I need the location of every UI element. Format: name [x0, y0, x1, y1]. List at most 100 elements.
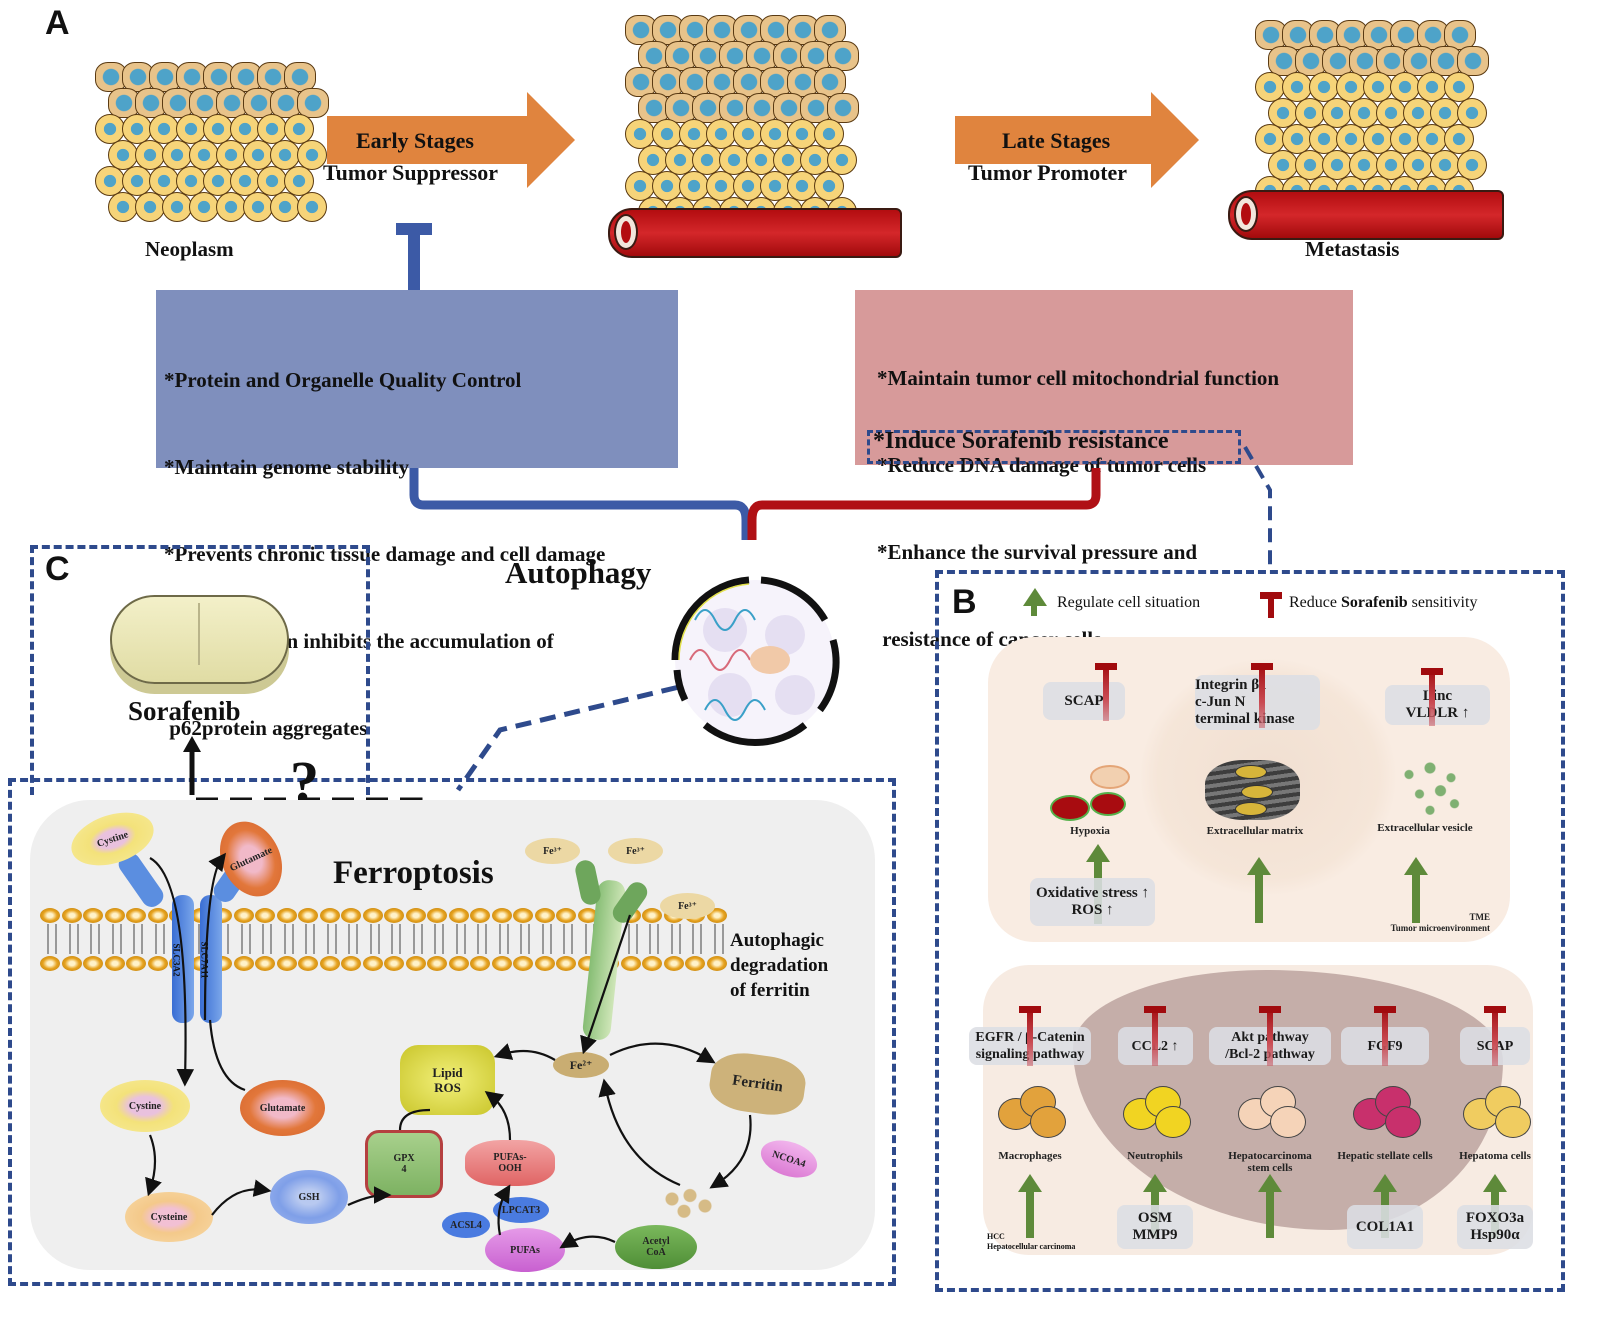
suppressor-line: *Protein and Organelle Quality Control [164, 368, 522, 392]
tumor-cell-icon [297, 140, 327, 170]
legend-reduce-prefix: Reduce [1289, 594, 1341, 611]
fe3-ion: Fe³⁺ [660, 893, 715, 919]
phospholipid-head-icon [513, 908, 533, 923]
phospholipid-head-icon [126, 908, 146, 923]
tumor-cell-icon [760, 171, 790, 201]
tumor-cell-icon [814, 15, 846, 45]
glutamate-intracellular: Glutamate [240, 1080, 325, 1136]
vascularized-tumor-illustration [625, 15, 870, 230]
hypoxia-rbc-icon [1050, 765, 1130, 825]
phospholipid-head-icon [61, 908, 82, 923]
phospholipid-head-icon [362, 956, 383, 971]
phospholipid-head-icon [362, 908, 383, 923]
tumor-cell-icon [652, 171, 682, 201]
early-stages-subtitle: Tumor Suppressor [323, 160, 499, 185]
sorafenib-resistance-highlight [867, 430, 1241, 464]
cystine-intracellular: Cystine [100, 1080, 190, 1132]
phospholipid-head-icon [126, 956, 146, 971]
phospholipid-tail-icon [713, 924, 724, 954]
cell-type-text: Macrophages [998, 1150, 1062, 1162]
tumor-cell-icon [679, 15, 711, 45]
regulator-text: FOXO3a [1465, 1210, 1525, 1226]
tumor-cell-icon [270, 140, 300, 170]
tumor-cell-icon [1390, 72, 1420, 102]
tumor-cell-icon [1322, 150, 1352, 180]
cell-type-text: Neutrophils [1127, 1150, 1183, 1162]
phospholipid-head-icon [491, 908, 512, 923]
inhibit-marker-icon [1095, 663, 1117, 721]
hcc-cell-type-label: Hepatoma cells [1435, 1150, 1555, 1162]
tumor-cell-icon [122, 114, 152, 144]
regulate-arrow-icon [1018, 1174, 1042, 1238]
phospholipid-tail-icon [541, 924, 552, 954]
tumor-cell-icon [176, 62, 208, 92]
phospholipid-head-icon [663, 956, 684, 971]
lipid-ros-line2: ROS [434, 1080, 461, 1095]
legend-reduce-bold: Sorafenib [1340, 594, 1408, 611]
phospholipid-head-icon [255, 956, 275, 971]
phospholipid-head-icon [556, 908, 576, 923]
late-stages-title: Late Stages [1002, 128, 1111, 153]
inhibitor-text: c-Jun N [1195, 694, 1246, 710]
c-connector [455, 667, 751, 792]
phospholipid-head-icon [556, 956, 576, 971]
inhibitor-text: terminal kinase [1195, 711, 1295, 727]
phospholipid-tail-icon [563, 924, 573, 954]
tumor-cell-icon [773, 145, 803, 175]
phospholipid-tail-icon [305, 924, 315, 954]
tumor-cell-icon [1255, 20, 1287, 50]
panel-label-a: A [45, 4, 70, 42]
phospholipid-head-icon [61, 956, 82, 971]
phospholipid-head-icon [470, 956, 490, 971]
tumor-cell-icon [773, 41, 805, 71]
phospholipid-head-icon [147, 956, 168, 971]
phospholipid-head-icon [104, 908, 125, 923]
hcc-cell-type-label: Neutrophils [1095, 1150, 1215, 1162]
regulate-arrow-icon [1258, 1174, 1282, 1238]
phospholipid-tail-icon [90, 924, 100, 954]
acetyl-coa-line2: CoA [646, 1247, 666, 1258]
phospholipid-head-icon [470, 908, 490, 923]
tumor-cell-icon [679, 119, 709, 149]
phospholipid-tail-icon [369, 924, 380, 954]
fe3-ion: Fe³⁺ [525, 838, 580, 864]
tumor-cell-icon [1349, 98, 1379, 128]
phospholipid-head-icon [448, 908, 469, 923]
phospholipid-head-icon [513, 956, 533, 971]
phospholipid-head-icon [298, 956, 318, 971]
tumor-cell-icon [1322, 46, 1354, 76]
autophagy-label: Autophagy [505, 555, 652, 590]
green-up-arrow-icon [1023, 588, 1047, 616]
gsh: GSH [270, 1170, 348, 1224]
regulator-text: Hsp90α [1470, 1227, 1520, 1243]
legend-reduce-text: Reduce Sorafenib sensitivity [1289, 594, 1477, 612]
metastasis-illustration [1255, 20, 1489, 206]
phospholipid-tail-icon [326, 924, 337, 954]
fe2-ion: Fe²⁺ [553, 1052, 609, 1078]
inhibit-marker-icon [1251, 663, 1273, 728]
tumor-cell-icon [1322, 98, 1352, 128]
inhibit-marker-icon [1374, 1006, 1396, 1066]
tumor-cell-icon [1268, 150, 1298, 180]
promoter-line: *Reduce DNA damage of tumor cells [877, 453, 1207, 477]
tumor-cell-icon [787, 67, 819, 97]
autophagosome-icon [671, 576, 840, 746]
tumor-cell-icon [108, 140, 138, 170]
tumor-cell-icon [1430, 98, 1460, 128]
panel-c-sorafenib-frame [30, 545, 370, 795]
tumor-cell-icon [95, 114, 125, 144]
phospholipid-head-icon [642, 908, 662, 923]
tumor-cell-icon [257, 114, 287, 144]
phospholipid-tail-icon [455, 924, 466, 954]
tumor-cell-icon [706, 119, 736, 149]
phospholipid-head-icon [147, 908, 168, 923]
inhibitor-text: VLDLR ↑ [1405, 705, 1470, 721]
tumor-cell-icon [827, 93, 859, 123]
pufas: PUFAs [485, 1228, 565, 1272]
tumor-cell-icon [284, 166, 314, 196]
inhibitor-text: SCAP [1064, 692, 1104, 709]
scap-inhibitor-box: SCAP [1043, 682, 1125, 720]
tumor-cell-icon [203, 166, 233, 196]
phospholipid-head-icon [384, 956, 404, 971]
